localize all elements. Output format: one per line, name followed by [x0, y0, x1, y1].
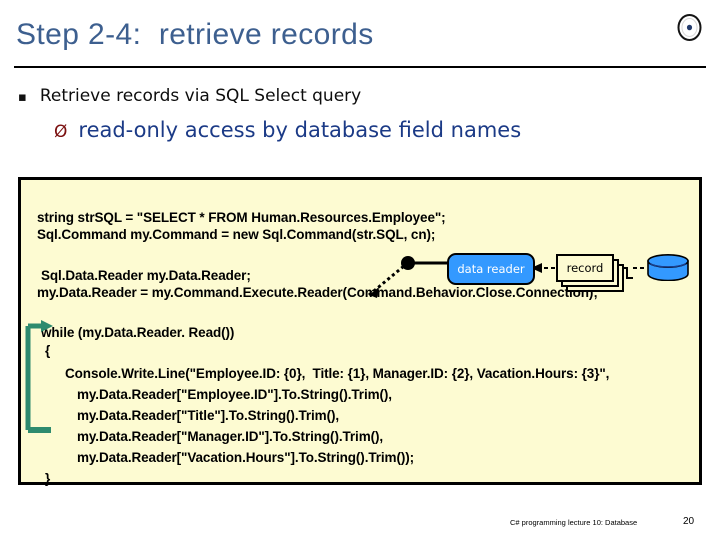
footer-page-number: 20: [683, 516, 695, 527]
code-line: my.Data.Reader["Employee.ID"].To.String(…: [77, 387, 392, 402]
title-divider: [14, 66, 706, 68]
code-line: while (my.Data.Reader. Read()): [41, 325, 235, 340]
bullet-item-level2: Ø read-only access by database field nam…: [54, 118, 521, 142]
code-line: my.Data.Reader["Manager.ID"].To.String()…: [77, 429, 384, 444]
record-card-front: record: [556, 254, 614, 282]
code-line: }: [45, 471, 51, 486]
bullet-marker-square: ▪: [18, 90, 27, 105]
page-title: Step 2-4: retrieve records: [16, 18, 374, 51]
footer-note: C# programming lecture 10: Database: [510, 518, 638, 527]
bullet-level1-label: Retrieve records via SQL Select query: [39, 86, 362, 106]
code-line: my.Data.Reader["Title"].To.String().Trim…: [77, 408, 340, 423]
code-line: Console.Write.Line("Employee.ID: {0}, Ti…: [65, 366, 610, 381]
code-panel: string strSQL = "SELECT * FROM Human.Res…: [18, 177, 702, 486]
bullet-item-level1: ▪ Retrieve records via SQL Select query: [18, 86, 361, 106]
bullet-marker-arrow: Ø: [54, 122, 68, 142]
circle-target-icon: [677, 14, 702, 41]
database-cylinder-icon: [647, 254, 689, 281]
code-line: Sql.Data.Reader my.Data.Reader;: [41, 268, 251, 283]
code-line: string strSQL = "SELECT * FROM Human.Res…: [37, 210, 446, 225]
loop-bracket-icon: [25, 320, 53, 433]
code-line: my.Data.Reader["Vacation.Hours"].To.Stri…: [77, 450, 415, 465]
code-line: my.Data.Reader = my.Command.Execute.Read…: [37, 285, 598, 300]
code-line: {: [45, 343, 51, 358]
record-label: record: [566, 261, 604, 275]
data-reader-label: data reader: [457, 262, 525, 276]
junction-dot: [401, 256, 415, 270]
bullet-level2-label: read-only access by database field names: [78, 118, 522, 142]
code-line: Sql.Command my.Command = new Sql.Command…: [37, 227, 436, 242]
data-reader-node: data reader: [447, 253, 535, 285]
